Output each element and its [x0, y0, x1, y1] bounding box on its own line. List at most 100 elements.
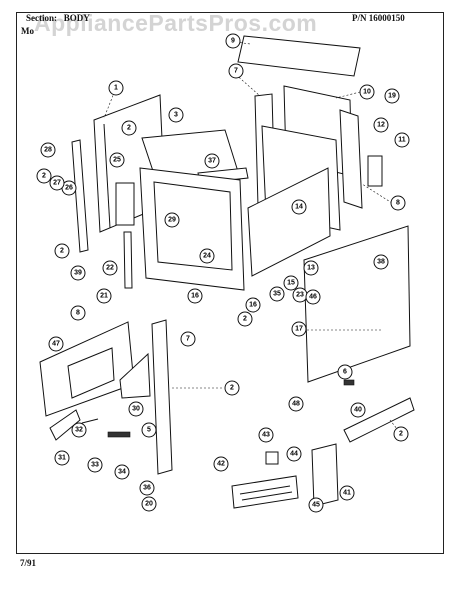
svg-text:3: 3 — [174, 112, 178, 119]
callout-37: 37 — [204, 153, 220, 169]
callout-5: 5 — [141, 422, 157, 438]
svg-text:43: 43 — [262, 432, 270, 439]
small-plate-part — [367, 155, 383, 187]
side-bracket-part — [339, 109, 363, 209]
callout-8: 8 — [70, 305, 86, 321]
svg-text:25: 25 — [113, 157, 121, 164]
svg-text:26: 26 — [65, 185, 73, 192]
svg-text:8: 8 — [396, 200, 400, 207]
svg-text:47: 47 — [52, 341, 60, 348]
callout-31: 31 — [54, 450, 70, 466]
cover-part — [311, 443, 339, 507]
svg-text:23: 23 — [296, 292, 304, 299]
callout-11: 11 — [394, 132, 410, 148]
callout-13: 13 — [303, 260, 319, 276]
clip-part — [343, 379, 355, 386]
svg-text:15: 15 — [287, 280, 295, 287]
callout-1: 1 — [108, 80, 124, 96]
svg-text:7: 7 — [186, 336, 190, 343]
svg-text:22: 22 — [106, 265, 114, 272]
vertical-post-part — [151, 319, 173, 475]
door-panel-part — [39, 321, 135, 417]
callout-36: 36 — [139, 480, 155, 496]
svg-text:16: 16 — [191, 293, 199, 300]
callout-30: 30 — [128, 401, 144, 417]
svg-text:12: 12 — [377, 122, 385, 129]
part-number: P/N 16000150 — [352, 13, 405, 23]
svg-text:41: 41 — [343, 490, 351, 497]
svg-text:39: 39 — [74, 270, 82, 277]
svg-text:7: 7 — [234, 68, 238, 75]
svg-text:16: 16 — [249, 302, 257, 309]
corner-bracket-part — [119, 352, 151, 399]
callout-23: 23 — [292, 287, 308, 303]
switch-part — [265, 451, 279, 465]
callout-7: 7 — [228, 63, 244, 79]
svg-text:2: 2 — [42, 173, 46, 180]
svg-text:36: 36 — [143, 485, 151, 492]
callout-33: 33 — [87, 457, 103, 473]
oven-front-frame-part — [139, 167, 245, 291]
callout-43: 43 — [258, 427, 274, 443]
svg-text:31: 31 — [58, 455, 66, 462]
model-label: Mo — [21, 26, 34, 36]
callout-6: 6 — [337, 364, 353, 380]
callout-2: 2 — [224, 380, 240, 396]
callout-42: 42 — [213, 456, 229, 472]
pin-part — [81, 418, 99, 424]
callout-9: 9 — [225, 33, 241, 49]
callout-21: 21 — [96, 288, 112, 304]
control-box-part — [115, 182, 135, 226]
hinge-part — [49, 409, 81, 441]
callout-48: 48 — [288, 396, 304, 412]
callout-labels: 1222222356778891011121314151616171920212… — [36, 33, 410, 513]
callout-25: 25 — [109, 152, 125, 168]
diagram-frame — [16, 12, 444, 554]
top-panel-part — [237, 35, 361, 77]
svg-text:40: 40 — [354, 407, 362, 414]
callout-24: 24 — [199, 248, 215, 264]
svg-text:2: 2 — [60, 248, 64, 255]
side-liner-part — [247, 167, 331, 277]
svg-text:11: 11 — [398, 137, 406, 144]
callout-2: 2 — [54, 243, 70, 259]
callout-3: 3 — [168, 107, 184, 123]
callout-34: 34 — [114, 464, 130, 480]
svg-text:20: 20 — [145, 501, 153, 508]
svg-text:13: 13 — [307, 265, 315, 272]
svg-text:32: 32 — [75, 427, 83, 434]
svg-text:2: 2 — [230, 385, 234, 392]
svg-text:24: 24 — [203, 253, 211, 260]
svg-text:48: 48 — [292, 401, 300, 408]
callout-35: 35 — [269, 286, 285, 302]
section-label: Section: BODY — [26, 13, 90, 23]
callout-12: 12 — [373, 117, 389, 133]
svg-text:27: 27 — [53, 180, 61, 187]
callout-15: 15 — [283, 275, 299, 291]
svg-text:5: 5 — [147, 427, 151, 434]
svg-text:9: 9 — [231, 38, 235, 45]
callout-2: 2 — [393, 426, 409, 442]
svg-text:8: 8 — [76, 310, 80, 317]
svg-text:38: 38 — [377, 259, 385, 266]
large-panel-part — [303, 225, 411, 383]
svg-text:35: 35 — [273, 291, 281, 298]
svg-text:2: 2 — [127, 125, 131, 132]
svg-text:2: 2 — [399, 431, 403, 438]
svg-text:42: 42 — [217, 461, 225, 468]
callout-19: 19 — [384, 88, 400, 104]
svg-text:2: 2 — [243, 316, 247, 323]
bracket-part — [123, 231, 133, 289]
svg-text:29: 29 — [168, 217, 176, 224]
svg-text:34: 34 — [118, 469, 126, 476]
callout-28: 28 — [40, 142, 56, 158]
callout-44: 44 — [286, 446, 302, 462]
callout-27: 27 — [49, 175, 65, 191]
callout-39: 39 — [70, 265, 86, 281]
svg-text:14: 14 — [295, 204, 303, 211]
section-label-text: Section: — [26, 13, 57, 23]
svg-text:10: 10 — [363, 89, 371, 96]
callout-41: 41 — [339, 485, 355, 501]
callout-45: 45 — [308, 497, 324, 513]
